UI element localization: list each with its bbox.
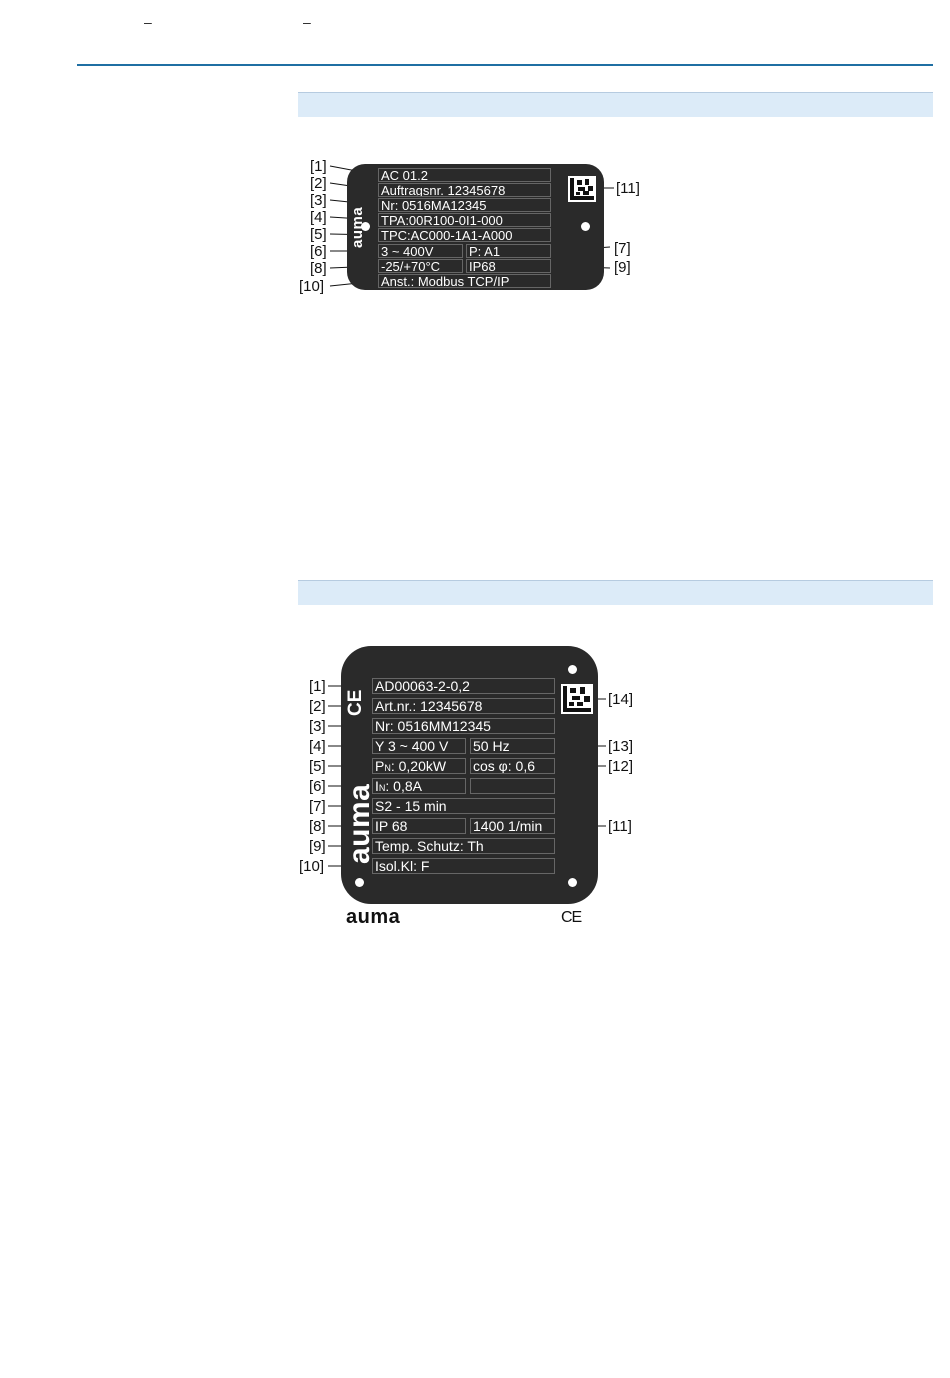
field-serial-number: Nr: 0516MA12345 bbox=[378, 198, 551, 212]
field-serial-number: Nr: 0516MM12345 bbox=[372, 718, 555, 734]
nameplate-motor: CE auma AD00063-2-0,2 Art.nr.: 12345678 … bbox=[341, 646, 598, 904]
nameplate-controls: auma AC 01.2 Auftragsnr. 12345678 Nr: 05… bbox=[347, 164, 604, 290]
callout-label: [13] bbox=[608, 738, 634, 755]
ce-mark-vertical: CE bbox=[345, 689, 366, 716]
callout-label: [3] bbox=[309, 718, 326, 735]
field-frequency: 50 Hz bbox=[470, 738, 555, 754]
mounting-hole bbox=[361, 222, 370, 231]
field-voltage: Y 3 ~ 400 V bbox=[372, 738, 466, 754]
callout-label: [2] bbox=[310, 175, 327, 192]
callout-label: [3] bbox=[310, 192, 327, 209]
callout-label: [12] bbox=[608, 758, 634, 775]
mounting-hole bbox=[581, 222, 590, 231]
field-tpa: TPA:00R100-0I1-000 bbox=[378, 213, 551, 227]
field-type: AC 01.2 bbox=[378, 168, 551, 182]
field-thermal-protection: Temp. Schutz: Th bbox=[372, 838, 555, 854]
field-temperature: -25/+70°C bbox=[378, 259, 463, 273]
field-duty-type: S2 - 15 min bbox=[372, 798, 555, 814]
field-motor-type: AD00063-2-0,2 bbox=[372, 678, 555, 694]
callout-label: [4] bbox=[309, 738, 326, 755]
callout-label: [9] bbox=[309, 838, 326, 855]
field-speed: 1400 1/min bbox=[470, 818, 555, 834]
callout-label: [7] bbox=[309, 798, 326, 815]
callout-label: [8] bbox=[309, 818, 326, 835]
callout-label: [11] bbox=[616, 180, 640, 197]
section-bar-controls bbox=[298, 92, 933, 117]
field-article-number: Art.nr.: 12345678 bbox=[372, 698, 555, 714]
callout-label: [1] bbox=[309, 678, 326, 695]
field-control: Anst.: Modbus TCP/IP bbox=[378, 274, 551, 288]
field-empty bbox=[470, 778, 555, 794]
callout-label: [5] bbox=[310, 226, 327, 243]
datamatrix-code bbox=[561, 684, 593, 714]
callout-label: [11] bbox=[608, 818, 632, 835]
header-rule bbox=[77, 64, 933, 66]
mounting-hole bbox=[355, 878, 364, 887]
callout-label: [6] bbox=[309, 778, 326, 795]
header-dash-left: – bbox=[144, 14, 152, 30]
callout-label: [14] bbox=[608, 691, 634, 708]
field-voltage: 3 ~ 400V bbox=[378, 244, 463, 258]
auma-logo: auma bbox=[346, 906, 401, 928]
callout-label: [10] bbox=[299, 278, 325, 295]
mounting-hole bbox=[568, 878, 577, 887]
callout-label: [1] bbox=[310, 158, 327, 175]
field-order-number: Auftragsnr. 12345678 bbox=[378, 183, 551, 197]
field-power-class: P: A1 bbox=[466, 244, 551, 258]
callout-label: [6] bbox=[310, 243, 327, 260]
callout-label: [2] bbox=[309, 698, 326, 715]
datamatrix-code bbox=[568, 176, 596, 202]
callout-label: [7] bbox=[614, 240, 631, 257]
callout-label: [9] bbox=[614, 259, 631, 276]
callout-label: [4] bbox=[310, 209, 327, 226]
callout-label: [8] bbox=[310, 260, 327, 277]
field-rated-current: IN: 0,8A bbox=[372, 778, 466, 794]
header-dash-right: – bbox=[303, 14, 311, 30]
field-rated-power: PN: 0,20kW bbox=[372, 758, 466, 774]
field-tpc: TPC:AC000-1A1-A000 bbox=[378, 228, 551, 242]
callout-label: [5] bbox=[309, 758, 326, 775]
field-power-factor: cos φ: 0,6 bbox=[470, 758, 555, 774]
callout-label: [10] bbox=[299, 858, 325, 875]
field-protection: IP 68 bbox=[372, 818, 466, 834]
field-protection: IP68 bbox=[466, 259, 551, 273]
section-bar-motor bbox=[298, 580, 933, 605]
field-insulation-class: Isol.Kl: F bbox=[372, 858, 555, 874]
mounting-hole bbox=[568, 665, 577, 674]
ce-mark: CE bbox=[561, 909, 582, 926]
